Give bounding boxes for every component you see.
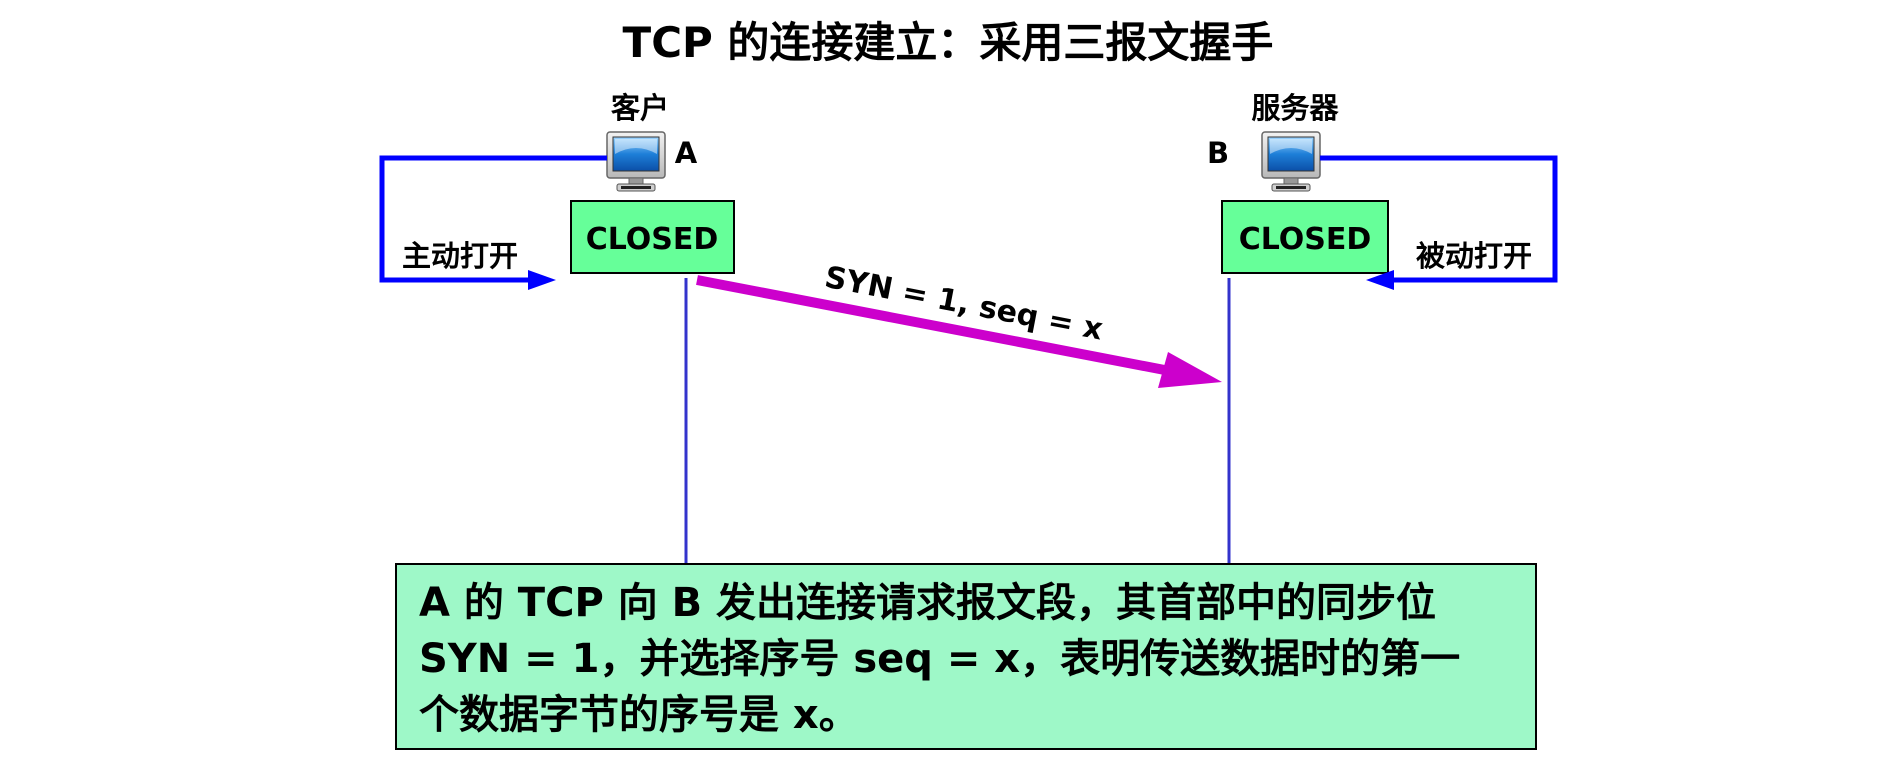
server-host-label: B	[1207, 136, 1229, 170]
client-host-label: A	[675, 136, 698, 170]
server-role-label: 服务器	[1251, 91, 1339, 125]
client-action-label: 主动打开	[402, 239, 518, 273]
client-active-open-arrow	[379, 155, 607, 290]
diagram-title: TCP 的连接建立：采用三报文握手	[623, 18, 1274, 67]
client-state-label: CLOSED	[586, 222, 719, 257]
explanation-note: A 的 TCP 向 B 发出连接请求报文段，其首部中的同步位 SYN = 1，并…	[395, 563, 1537, 750]
note-line: SYN = 1，并选择序号 seq = x，表明传送数据时的第一	[419, 636, 1461, 682]
server-action-label: 被动打开	[1416, 239, 1532, 273]
syn-message-arrow	[696, 275, 1222, 388]
client-state-box: CLOSED	[570, 200, 735, 274]
computer-monitor-icon	[1261, 131, 1321, 192]
server-state-box: CLOSED	[1221, 200, 1389, 274]
client-role-label: 客户	[611, 91, 669, 125]
note-line: 个数据字节的序号是 x。	[419, 692, 859, 738]
computer-monitor-icon	[606, 131, 666, 192]
server-passive-open-arrow	[1320, 155, 1558, 290]
note-line: A 的 TCP 向 B 发出连接请求报文段，其首部中的同步位	[419, 580, 1437, 626]
server-state-label: CLOSED	[1239, 222, 1372, 257]
